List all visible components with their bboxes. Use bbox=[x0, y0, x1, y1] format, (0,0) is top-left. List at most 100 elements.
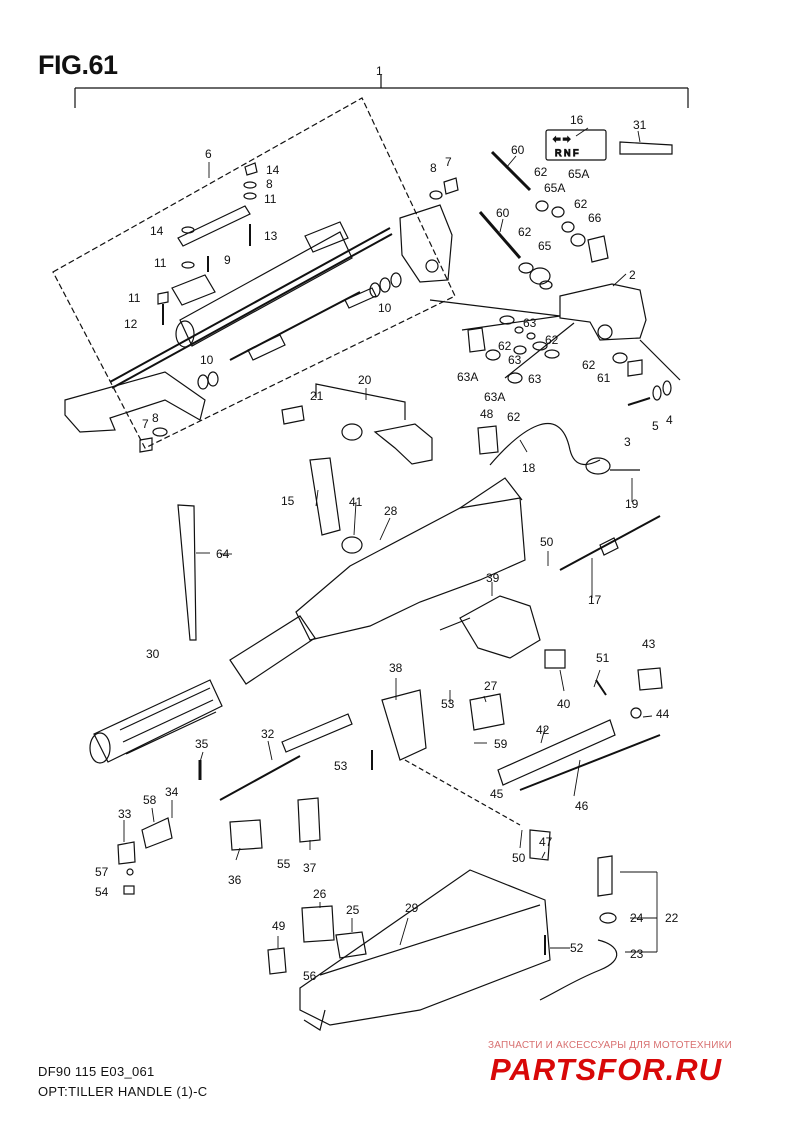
callout-37: 37 bbox=[303, 861, 317, 875]
callout-47: 47 bbox=[539, 835, 553, 849]
callout-49: 49 bbox=[272, 919, 286, 933]
callout-3: 3 bbox=[624, 435, 631, 449]
callout-28: 28 bbox=[384, 504, 398, 518]
callout-56: 56 bbox=[303, 969, 317, 983]
callout-20: 20 bbox=[358, 373, 372, 387]
callout-50b: 50 bbox=[512, 851, 526, 865]
switch-plate-rnf: R N F bbox=[555, 148, 579, 158]
callout-24: 24 bbox=[630, 911, 644, 925]
callout-58: 58 bbox=[143, 793, 157, 807]
callout-62g: 62 bbox=[507, 410, 521, 424]
callout-31: 31 bbox=[633, 118, 647, 132]
callout-45: 45 bbox=[490, 787, 504, 801]
callout-62d: 62 bbox=[545, 333, 559, 347]
callout-65Ab: 65A bbox=[568, 167, 589, 181]
callout-62c: 62 bbox=[518, 225, 532, 239]
callout-17: 17 bbox=[588, 593, 602, 607]
callout-26: 26 bbox=[313, 887, 327, 901]
callout-16: 16 bbox=[570, 113, 584, 127]
callout-55: 55 bbox=[277, 857, 291, 871]
figure-code: DF90 115 E03_061 bbox=[38, 1064, 155, 1079]
callout-6: 6 bbox=[205, 147, 212, 161]
callout-51: 51 bbox=[596, 651, 610, 665]
callout-33: 33 bbox=[118, 807, 132, 821]
callout-8a: 8 bbox=[430, 161, 437, 175]
callout-labels: 1 2 3 4 5 6 7 7 8 8 8 9 10 10 11 11 11 1… bbox=[95, 64, 679, 983]
callout-32: 32 bbox=[261, 727, 275, 741]
callout-59: 59 bbox=[494, 737, 508, 751]
callout-29: 29 bbox=[405, 901, 419, 915]
callout-21: 21 bbox=[310, 389, 324, 403]
callout-11a: 11 bbox=[264, 192, 277, 206]
callout-22: 22 bbox=[665, 911, 679, 925]
callout-41: 41 bbox=[349, 495, 363, 509]
callout-44: 44 bbox=[656, 707, 670, 721]
callout-8b: 8 bbox=[266, 177, 273, 191]
callout-36: 36 bbox=[228, 873, 242, 887]
callout-11c: 11 bbox=[128, 291, 141, 305]
callout-14b: 14 bbox=[150, 224, 164, 238]
callout-60a: 60 bbox=[511, 143, 525, 157]
callout-35: 35 bbox=[195, 737, 209, 751]
callout-63c: 63 bbox=[528, 372, 542, 386]
callout-19: 19 bbox=[625, 497, 639, 511]
callout-14a: 14 bbox=[266, 163, 280, 177]
figure-title: FIG.61 bbox=[38, 50, 118, 80]
hardware-right-top bbox=[429, 129, 681, 455]
callout-62f: 62 bbox=[582, 358, 596, 372]
callout-53b: 53 bbox=[334, 759, 348, 773]
steering-bracket-assembly bbox=[64, 204, 453, 433]
callout-25: 25 bbox=[346, 903, 360, 917]
callout-4: 4 bbox=[666, 413, 673, 427]
callout-1: 1 bbox=[376, 64, 383, 78]
callout-65Aa: 65A bbox=[544, 181, 565, 195]
callout-48: 48 bbox=[480, 407, 494, 421]
callout-62e: 62 bbox=[498, 339, 512, 353]
callout-39: 39 bbox=[486, 571, 500, 585]
tiller-handle bbox=[89, 422, 640, 764]
key-switch-assembly bbox=[177, 383, 433, 641]
lower-housing bbox=[267, 829, 618, 1031]
callout-30: 30 bbox=[146, 647, 160, 661]
callout-62a: 62 bbox=[534, 165, 548, 179]
callout-11b: 11 bbox=[154, 256, 167, 270]
callout-12: 12 bbox=[124, 317, 138, 331]
callout-46: 46 bbox=[575, 799, 589, 813]
switch-plate-arrows: ⇦ ⇨ bbox=[553, 134, 571, 144]
callout-57: 57 bbox=[95, 865, 109, 879]
callout-5: 5 bbox=[652, 419, 659, 433]
callout-52: 52 bbox=[570, 941, 584, 955]
callout-63b: 63 bbox=[508, 353, 522, 367]
callout-65: 65 bbox=[538, 239, 552, 253]
assembly-bracket bbox=[74, 75, 689, 108]
callout-7a: 7 bbox=[445, 155, 452, 169]
callout-23: 23 bbox=[630, 947, 644, 961]
subassembly-box bbox=[52, 97, 456, 449]
callout-63a: 63 bbox=[523, 316, 537, 330]
callout-27: 27 bbox=[484, 679, 498, 693]
callout-64: 64 bbox=[216, 547, 230, 561]
callout-2: 2 bbox=[629, 268, 636, 282]
callout-15: 15 bbox=[281, 494, 295, 508]
callout-63Aa: 63A bbox=[457, 370, 478, 384]
callout-53a: 53 bbox=[441, 697, 455, 711]
callout-9: 9 bbox=[224, 253, 231, 267]
watermark-logo: PARTSFOR.RU bbox=[490, 1052, 723, 1087]
callout-38: 38 bbox=[389, 661, 403, 675]
callout-7b: 7 bbox=[142, 417, 149, 431]
callout-62b: 62 bbox=[574, 197, 588, 211]
callout-50a: 50 bbox=[540, 535, 554, 549]
callout-43: 43 bbox=[642, 637, 656, 651]
callout-63Ab: 63A bbox=[484, 390, 505, 404]
callout-8c: 8 bbox=[152, 411, 159, 425]
figure-description: OPT:TILLER HANDLE (1)-C bbox=[38, 1084, 208, 1099]
leader-lines bbox=[123, 127, 658, 953]
callout-18: 18 bbox=[522, 461, 536, 475]
callout-42: 42 bbox=[536, 723, 550, 737]
callout-54: 54 bbox=[95, 885, 109, 899]
callout-40: 40 bbox=[557, 697, 571, 711]
callout-10b: 10 bbox=[200, 353, 214, 367]
callout-13: 13 bbox=[264, 229, 278, 243]
callout-61: 61 bbox=[597, 371, 611, 385]
